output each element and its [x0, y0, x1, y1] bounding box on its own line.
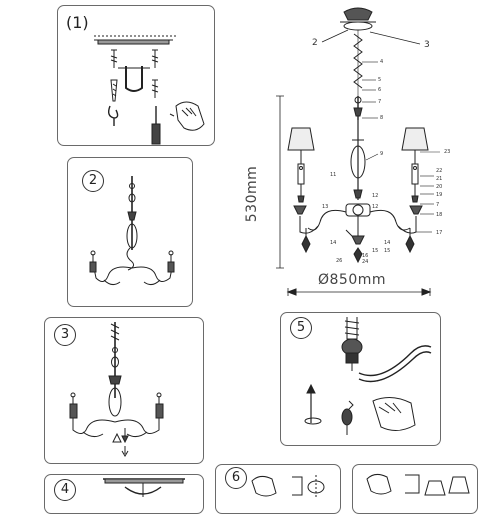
step-7-panel — [352, 464, 478, 514]
lampshade-attach-illustration — [366, 473, 470, 496]
step-5-panel: 5 — [280, 312, 441, 446]
canopy-fixing-illustration — [103, 478, 185, 497]
chandelier-hanging-assembly-illustration — [69, 322, 164, 457]
chandelier-frame-with-bulbs-illustration — [89, 176, 175, 286]
part-label-6: 6 — [378, 87, 382, 93]
part-label-12b: 12 — [372, 204, 379, 210]
part-label-7a: 7 — [378, 99, 382, 105]
step-4-panel: 4 — [44, 474, 204, 514]
part-label-15b: 15 — [384, 248, 391, 254]
part-label-13: 13 — [322, 204, 329, 210]
part-label-11: 11 — [330, 172, 337, 178]
step-6-panel: 6 — [215, 464, 341, 514]
part-label-26: 26 — [336, 258, 343, 264]
ceiling-bracket-mounting-illustration — [94, 35, 205, 145]
height-dimension-label: 530mm — [244, 165, 260, 223]
part-label-23: 23 — [444, 149, 451, 155]
lampshade-fitting-illustration — [251, 475, 325, 499]
drop-finial-installation-illustration — [304, 317, 432, 435]
part-label-14a: 14 — [330, 240, 337, 246]
part-label-8: 8 — [380, 115, 384, 121]
part-label-19: 19 — [436, 192, 443, 198]
part-label-12a: 12 — [372, 193, 379, 199]
step-6-number: 6 — [225, 467, 247, 489]
step-1-number: (1) — [66, 13, 89, 32]
step-3-panel: 3 — [44, 317, 204, 464]
part-label-22: 22 — [436, 168, 443, 174]
part-label-7b: 7 — [436, 202, 440, 208]
part-label-17: 17 — [436, 230, 443, 236]
part-label-21: 21 — [436, 176, 443, 182]
part-label-16: 16 — [362, 253, 369, 259]
part-label-2: 2 — [312, 38, 318, 48]
step-2-number: 2 — [82, 170, 104, 192]
step-5-number: 5 — [290, 317, 312, 339]
part-label-9: 9 — [380, 151, 384, 157]
step-3-number: 3 — [54, 324, 76, 346]
step-1-panel: (1) — [57, 5, 215, 146]
part-label-14b: 14 — [384, 240, 391, 246]
part-label-5: 5 — [378, 77, 382, 83]
part-label-4: 4 — [380, 59, 384, 65]
width-dimension-label: Ø850mm — [318, 272, 387, 288]
part-label-15a: 15 — [372, 248, 379, 254]
part-label-20: 20 — [436, 184, 443, 190]
step-2-panel: 2 — [67, 157, 193, 307]
part-label-18: 18 — [436, 212, 443, 218]
part-label-3: 3 — [424, 40, 430, 50]
part-label-24: 24 — [362, 259, 369, 265]
